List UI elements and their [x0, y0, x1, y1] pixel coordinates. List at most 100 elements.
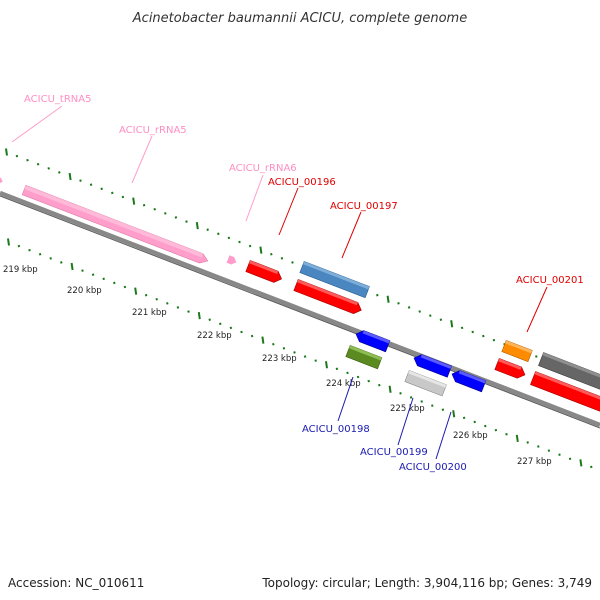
- scale-minor-tick: [492, 338, 496, 342]
- scale-major-tick: [386, 295, 390, 303]
- scale-minor-tick: [174, 216, 178, 219]
- scale-minor-tick: [153, 207, 156, 211]
- scale-minor-tick: [460, 326, 464, 330]
- scale-minor-tick: [282, 347, 286, 350]
- gene-arrow-00198-blue[interactable]: [354, 328, 391, 353]
- gene-label-00197[interactable]: ACICU_00197: [330, 201, 398, 212]
- gene-arrow-00196[interactable]: [245, 260, 284, 284]
- scale-minor-tick: [187, 310, 190, 313]
- gene-arrow-dark-grey[interactable]: [538, 352, 600, 395]
- scale-minor-tick: [111, 191, 114, 195]
- gene-arrow-00197-blue[interactable]: [299, 261, 370, 299]
- scale-minor-tick: [418, 310, 421, 313]
- scale-minor-tick: [58, 171, 61, 174]
- gene-arrow-red-large[interactable]: [530, 371, 600, 418]
- gene-label-00196[interactable]: ACICU_00196: [268, 177, 336, 188]
- gene-arrow-00200-blue[interactable]: [450, 368, 487, 393]
- scale-major-tick: [325, 361, 328, 369]
- scale-minor-tick: [367, 379, 370, 383]
- scale-minor-tick: [248, 244, 252, 248]
- kbp-label: 219 kbp: [3, 265, 38, 275]
- gene-label-rrna6[interactable]: ACICU_rRNA6: [229, 163, 297, 174]
- genome-summary: Topology: circular; Length: 3,904,116 bp…: [261, 576, 592, 590]
- scale-minor-tick: [79, 179, 82, 182]
- kbp-label: 222 kbp: [197, 331, 232, 341]
- kbp-label: 225 kbp: [390, 404, 425, 414]
- scale-minor-tick: [429, 314, 432, 317]
- scale-major-tick: [195, 221, 199, 230]
- gene-label-00201[interactable]: ACICU_00201: [516, 275, 584, 286]
- scale-minor-tick: [238, 240, 241, 244]
- scale-minor-tick: [378, 383, 381, 387]
- gene-arrow-00197-red[interactable]: [293, 279, 364, 315]
- kbp-label: 223 kbp: [262, 354, 297, 364]
- gene-arrow-00201-orange[interactable]: [501, 340, 533, 363]
- scale-minor-tick: [219, 322, 222, 326]
- scale-major-tick: [197, 311, 201, 320]
- scale-major-tick: [132, 197, 136, 205]
- scale-minor-tick: [60, 261, 63, 264]
- genome-backbone: [0, 190, 600, 429]
- scale-minor-tick: [240, 330, 243, 334]
- gene-arrow-rrna5[interactable]: [21, 184, 209, 265]
- scale-major-tick: [515, 434, 519, 442]
- gene-label-00200[interactable]: ACICU_00200: [399, 462, 467, 473]
- scale-minor-tick: [280, 257, 284, 260]
- scale-minor-tick: [376, 293, 379, 297]
- gene-arrow-00198-green[interactable]: [345, 345, 383, 370]
- scale-minor-tick: [142, 203, 146, 207]
- scale-major-tick: [70, 262, 74, 271]
- scale-minor-tick: [439, 318, 443, 321]
- scale-major-tick: [579, 459, 583, 467]
- scale-minor-tick: [346, 371, 349, 375]
- gene-arrow-00201-red-small[interactable]: [494, 358, 527, 380]
- scale-minor-tick: [568, 457, 572, 461]
- scale-major-tick: [7, 238, 10, 246]
- scale-minor-tick: [558, 453, 561, 456]
- scale-minor-tick: [217, 232, 220, 236]
- scale-major-tick: [5, 148, 8, 156]
- scale-minor-tick: [293, 351, 296, 354]
- scale-minor-tick: [482, 334, 485, 338]
- scale-minor-tick: [303, 355, 307, 358]
- gene-label-trna5[interactable]: ACICU_tRNA5: [24, 94, 91, 105]
- label-leaders: [11, 105, 548, 460]
- scale-minor-tick: [441, 408, 445, 411]
- scale-minor-tick: [100, 187, 103, 191]
- scale-minor-tick: [335, 367, 339, 371]
- scale-minor-tick: [473, 420, 476, 424]
- gene-arrow-trna5[interactable]: [0, 177, 4, 184]
- gene-label-00199[interactable]: ACICU_00199: [360, 447, 428, 458]
- scale-minor-tick: [272, 342, 275, 346]
- scale-minor-tick: [484, 424, 487, 428]
- kbp-label: 226 kbp: [453, 431, 488, 441]
- scale-major-tick: [452, 410, 456, 418]
- scale-minor-tick: [206, 228, 209, 232]
- scale-minor-tick: [89, 183, 93, 187]
- scale-minor-tick: [505, 432, 508, 436]
- gene-labels: ACICU_tRNA5 ACICU_rRNA5 ACICU_rRNA6 ACIC…: [24, 94, 584, 473]
- scale-minor-tick: [250, 334, 254, 338]
- scale-major-tick: [261, 336, 265, 344]
- gene-arrow-rrna6[interactable]: [226, 255, 238, 266]
- scale-minor-tick: [185, 220, 188, 223]
- scale-minor-tick: [36, 162, 40, 166]
- scale-minor-tick: [409, 396, 413, 399]
- scale-minor-tick: [208, 318, 211, 322]
- gene-label-rrna5[interactable]: ACICU_rRNA5: [119, 125, 187, 136]
- gene-arrow-00199-blue[interactable]: [412, 352, 453, 378]
- scale-minor-tick: [113, 281, 116, 285]
- scale-minor-tick: [123, 285, 127, 289]
- scale-minor-tick: [38, 252, 42, 256]
- scale-minor-tick: [420, 400, 423, 403]
- scale-minor-tick: [15, 154, 19, 158]
- kbp-labels: 219 kbp 220 kbp 221 kbp 222 kbp 223 kbp …: [3, 265, 552, 467]
- gene-arrow-00199-grey[interactable]: [404, 370, 447, 397]
- scale-minor-tick: [397, 302, 400, 305]
- scale-minor-tick: [356, 375, 360, 379]
- gene-features: [0, 177, 600, 418]
- scale-minor-tick: [155, 297, 158, 301]
- gene-label-00198[interactable]: ACICU_00198: [302, 424, 370, 435]
- scale-minor-tick: [229, 326, 233, 330]
